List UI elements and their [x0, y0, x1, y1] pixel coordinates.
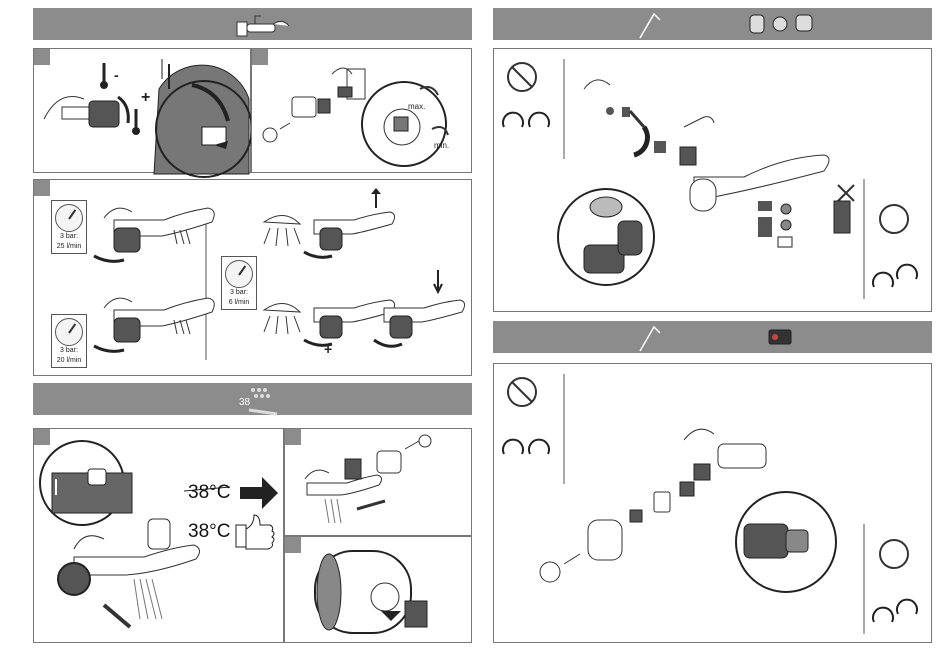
panel-cartridge-replacement: [493, 363, 932, 643]
section-header-operation: [33, 8, 472, 40]
section-header-cartridge: [493, 321, 932, 353]
temp-plus-label: +: [141, 93, 150, 102]
calibration-temp-number: 38: [239, 397, 250, 408]
mixer-tap-icon: [233, 10, 293, 40]
thermostat-illustration: [34, 49, 252, 174]
section-header-aerator: [493, 8, 932, 40]
plus-mark: +: [324, 345, 332, 354]
aerator-illustration: [494, 49, 933, 313]
cartridge-exploded-illustration: [494, 364, 933, 644]
panel-temperature-calibration: 38°C 38°C: [33, 428, 284, 643]
handle-refit-illustration: [285, 537, 473, 644]
section-header-calibration: 38: [33, 383, 472, 415]
panel-calibration-reassemble: [284, 536, 472, 643]
calibration-illustration: [34, 429, 285, 644]
panel-aerator-cleaning: [493, 48, 932, 312]
panel-flow-rates: 3 bar: 25 l/min 3 bar: 20 l/min 3 bar: 6…: [33, 179, 472, 376]
handle-removal-illustration: [285, 429, 473, 537]
flow-rate-illustrations: [34, 180, 473, 377]
panel-diverter-limit: max. min.: [251, 48, 472, 173]
temp-minus-label: -: [114, 71, 119, 80]
hex-key-icon: [636, 323, 666, 353]
max-label: max.: [408, 102, 425, 111]
panel-temperature-adjust: - +: [33, 48, 251, 173]
diverter-exploded-illustration: [252, 49, 473, 174]
hex-key-icon: [636, 10, 666, 40]
temp-correct-label: 38°C: [188, 521, 230, 543]
temp-wrong-label: 38°C: [188, 482, 230, 504]
min-label: min.: [434, 141, 449, 150]
cartridge-icon: [763, 324, 803, 350]
panel-calibration-dismantle: [284, 428, 472, 536]
aerator-parts-icon: [746, 11, 826, 37]
